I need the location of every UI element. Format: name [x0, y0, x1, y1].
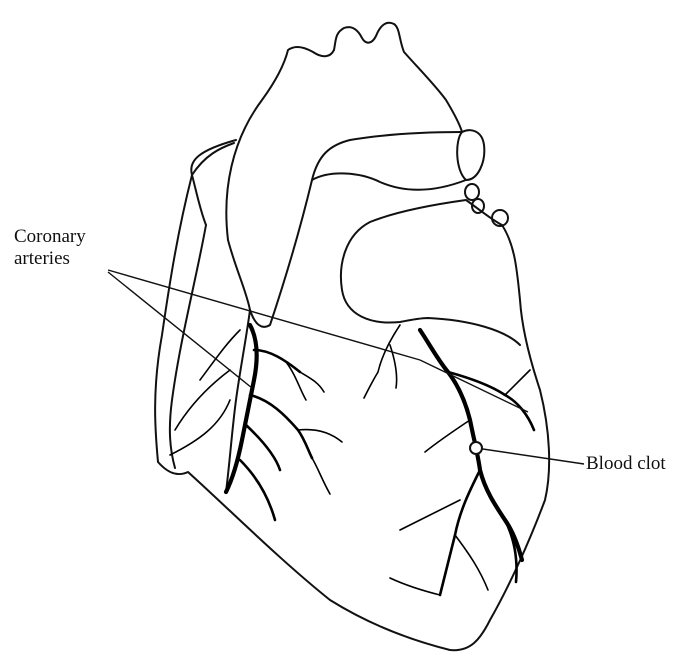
blood-clot-marker	[470, 442, 482, 454]
coronary-branch-cx-3	[440, 470, 480, 595]
coronary-label-line1: Coronary	[14, 226, 86, 248]
leader-line-3	[420, 360, 528, 412]
coronary-branch-atrial	[364, 325, 400, 398]
coronary-label-line2: arteries	[14, 248, 86, 270]
coronary-branch-cx-2	[505, 370, 530, 395]
blood-clot-label: Blood clot	[586, 453, 666, 475]
leader-line-1	[108, 270, 420, 360]
coronary-branch-lad-1	[254, 350, 300, 372]
leader-line-clot	[476, 448, 584, 464]
coronary-branch-cx-6	[390, 500, 460, 595]
coronary-branch-lad-2	[250, 395, 312, 458]
pulmonary-artery	[312, 130, 484, 190]
coronary-branch-lad-4	[286, 362, 324, 400]
leader-line-2	[108, 272, 252, 388]
coronary-branch-lad-6	[240, 460, 275, 520]
coronary-artery-lad	[226, 325, 257, 492]
coronary-branch-lad-3	[246, 425, 280, 470]
coronary-branch-cx-1	[448, 372, 534, 430]
pulmonary-vein-1	[465, 184, 479, 200]
coronary-arteries-label: Coronary arteries	[14, 226, 86, 270]
